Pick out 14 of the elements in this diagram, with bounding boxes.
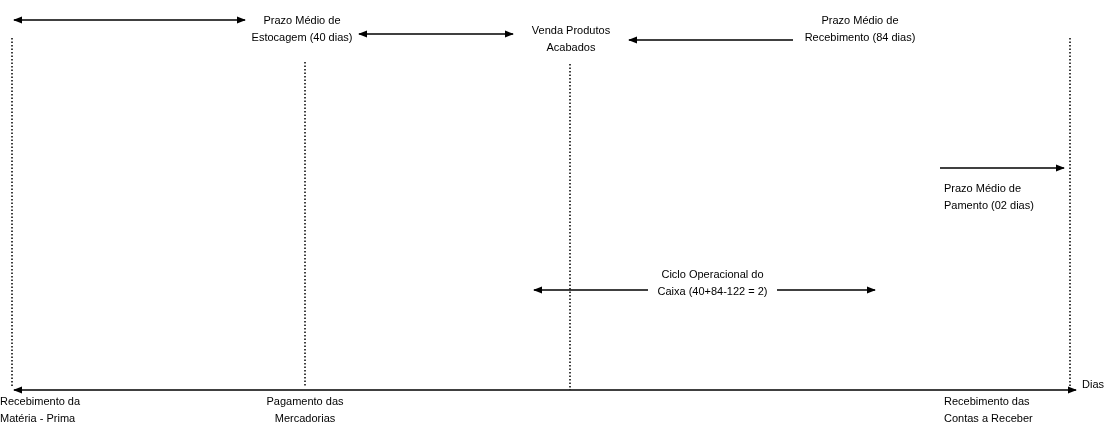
event-label: Recebimento das Contas a Receber bbox=[944, 394, 1034, 426]
period-label: Venda Produtos Acabados bbox=[530, 23, 612, 55]
arrow bbox=[358, 30, 514, 38]
period-label: Prazo Médio de Estocagem (40 dias) bbox=[250, 13, 354, 45]
period-label: Prazo Médio de Pamento (02 dias) bbox=[944, 181, 1035, 213]
arrow bbox=[533, 286, 649, 294]
axis-label: Dias bbox=[1082, 377, 1105, 392]
event-label: Recebimento da Matéria - Prima bbox=[0, 394, 82, 426]
arrow bbox=[776, 286, 876, 294]
period-label: Ciclo Operacional do Caixa (40+84-122 = 2) bbox=[656, 267, 769, 299]
event-label: Pagamento das Mercadorias bbox=[265, 394, 345, 426]
arrow bbox=[628, 36, 794, 44]
arrow bbox=[13, 16, 246, 24]
period-label: Prazo Médio de Recebimento (84 dias) bbox=[803, 13, 917, 45]
